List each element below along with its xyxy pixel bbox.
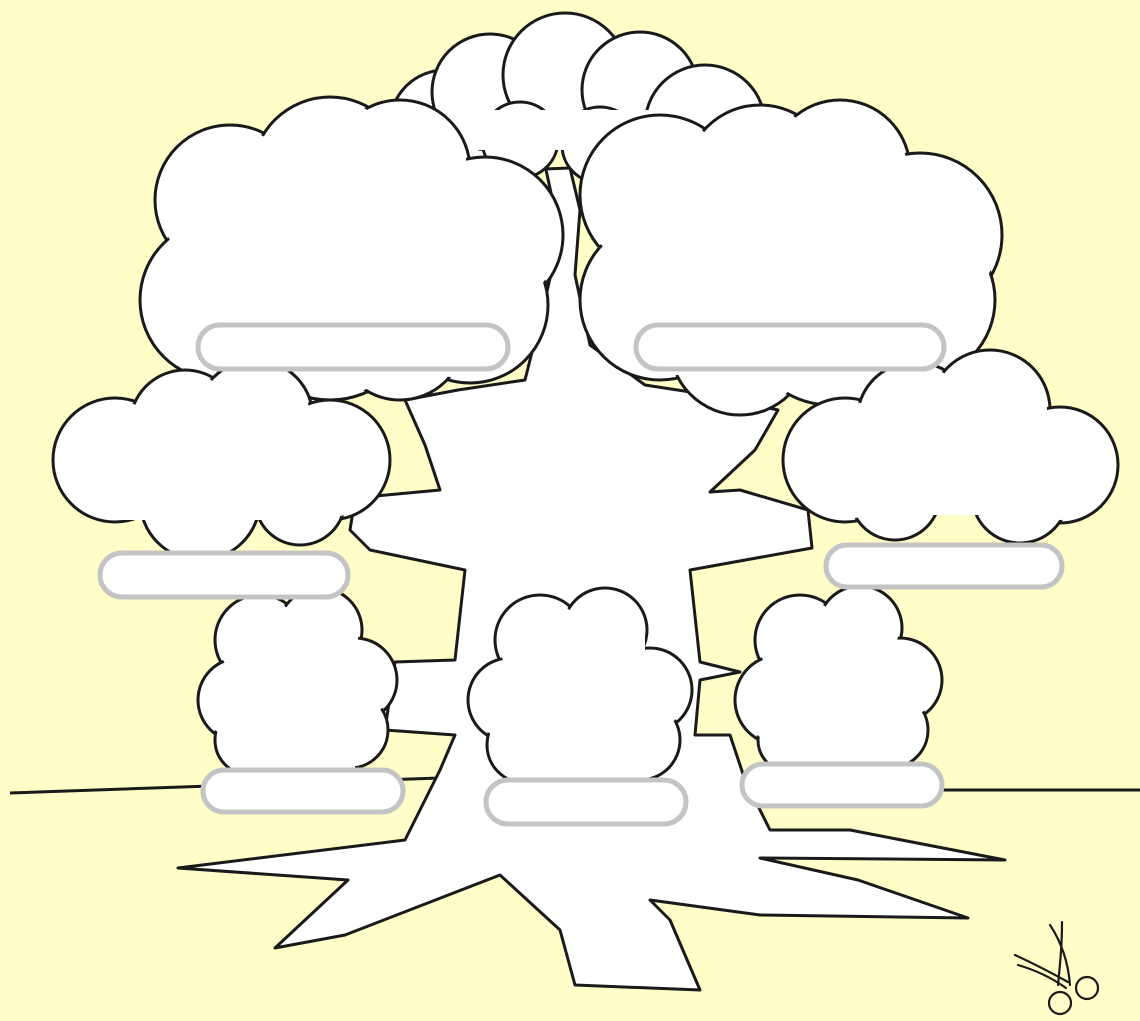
child-left-cloud-fill bbox=[201, 591, 394, 772]
parent-left-label[interactable] bbox=[100, 553, 348, 597]
grandparent-right-label[interactable] bbox=[636, 325, 944, 369]
scissors-icon bbox=[1015, 922, 1098, 1014]
grandparent-left-label[interactable] bbox=[198, 325, 508, 369]
child-left-label[interactable] bbox=[203, 770, 403, 812]
parent-right-label[interactable] bbox=[826, 545, 1062, 587]
child-right-label[interactable] bbox=[742, 764, 942, 806]
child-center-label[interactable] bbox=[486, 780, 686, 824]
child-right-cloud-fill bbox=[738, 589, 939, 769]
